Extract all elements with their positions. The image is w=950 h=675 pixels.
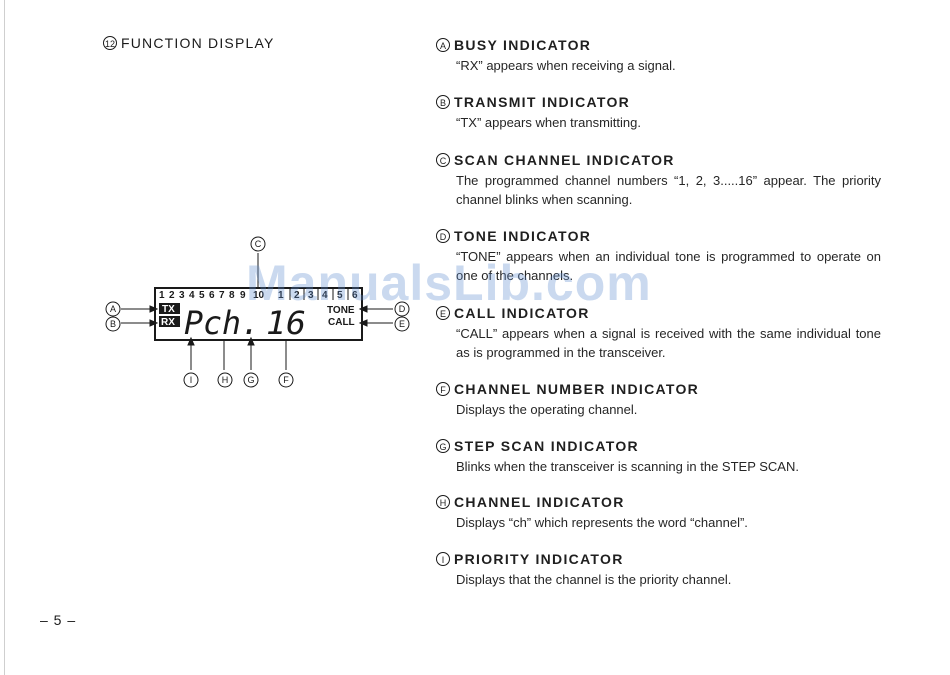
callout-e: E xyxy=(399,319,405,329)
watermark: ManualsLib.com xyxy=(246,255,652,311)
callout-b: B xyxy=(110,319,116,329)
indicator-item: F CHANNEL NUMBER INDICATOR Displays the o… xyxy=(436,380,881,419)
scan-channel-number: 2 xyxy=(169,290,175,301)
indicator-item: B TRANSMIT INDICATOR “TX” appears when tr… xyxy=(436,93,881,132)
arrowhead-i xyxy=(187,336,195,346)
rx-indicator-block xyxy=(159,316,180,327)
item-title: PRIORITY INDICATOR xyxy=(454,551,624,567)
item-description: “TX” appears when transmitting. xyxy=(456,115,641,130)
callout-d: D xyxy=(399,304,406,314)
scan-channel-number: 8 xyxy=(229,290,235,301)
item-letter-badge: A xyxy=(436,38,450,52)
scan-channel-number: 3 xyxy=(179,290,185,301)
callout-b-circle xyxy=(105,316,121,332)
callout-h-circle xyxy=(217,372,233,388)
indicator-item: D TONE INDICATOR “TONE” appears when an i… xyxy=(436,227,881,285)
callout-i: I xyxy=(190,375,193,385)
lcd-frame xyxy=(154,287,363,341)
scan-channel-number: 4 xyxy=(189,290,195,301)
callout-h: H xyxy=(222,375,229,385)
item-letter-badge: F xyxy=(436,382,450,396)
callout-i-circle xyxy=(183,372,199,388)
rx-indicator-label: RX xyxy=(161,317,175,328)
item-description: Displays “ch” which represents the word … xyxy=(456,515,748,530)
callout-c-circle xyxy=(250,236,266,252)
tx-indicator-block xyxy=(159,303,180,314)
callout-g: G xyxy=(247,375,254,385)
function-display-diagram: 1 2 3 4 5 6 7 8 9 10 1 2 3 4 5 6 TX RX P… xyxy=(105,236,410,388)
arrowhead-b xyxy=(149,319,159,327)
tx-indicator-label: TX xyxy=(162,304,175,315)
item-description: “RX” appears when receiving a signal. xyxy=(456,58,676,73)
scan-channel-number: 2 xyxy=(294,290,300,301)
item-title: BUSY INDICATOR xyxy=(454,37,592,53)
indicator-item: I PRIORITY INDICATOR Displays that the ch… xyxy=(436,550,881,589)
indicator-item: A BUSY INDICATOR “RX” appears when receiv… xyxy=(436,36,881,75)
item-letter-badge: I xyxy=(436,552,450,566)
callout-c: C xyxy=(255,239,262,249)
item-title: CHANNEL NUMBER INDICATOR xyxy=(454,381,700,397)
indicator-item: C SCAN CHANNEL INDICATOR The programmed c… xyxy=(436,151,881,209)
item-title: CHANNEL INDICATOR xyxy=(454,494,625,510)
item-title: CALL INDICATOR xyxy=(454,305,590,321)
scan-channel-number: 9 xyxy=(240,290,246,301)
scan-channel-number: 7 xyxy=(219,290,225,301)
item-description: Displays that the channel is the priorit… xyxy=(456,572,732,587)
item-letter-badge: B xyxy=(436,95,450,109)
channel-number-readout: 16 xyxy=(266,304,306,342)
scan-channel-number: 1 xyxy=(278,290,284,301)
scan-channel-number: 5 xyxy=(199,290,205,301)
item-title: SCAN CHANNEL INDICATOR xyxy=(454,152,675,168)
callout-f-circle xyxy=(278,372,294,388)
item-letter-badge: G xyxy=(436,439,450,453)
indicator-item: E CALL INDICATOR “CALL” appears when a si… xyxy=(436,304,881,362)
arrowhead-d xyxy=(358,305,368,313)
item-description: “TONE” appears when an individual tone i… xyxy=(456,249,881,283)
call-indicator-label: CALL xyxy=(328,317,355,328)
channel-readout: Pch. xyxy=(184,304,260,342)
scan-channel-number: 5 xyxy=(337,290,343,301)
item-description: “CALL” appears when a signal is received… xyxy=(456,326,881,360)
page-number: – 5 – xyxy=(40,612,77,628)
section-heading: 12 FUNCTION DISPLAY xyxy=(103,35,275,51)
scan-channel-number: 4 xyxy=(322,290,328,301)
arrowhead-e xyxy=(358,319,368,327)
item-letter-badge: C xyxy=(436,153,450,167)
section-number-badge: 12 xyxy=(103,36,117,50)
indicator-item: G STEP SCAN INDICATOR Blinks when the tra… xyxy=(436,437,881,476)
callout-e-circle xyxy=(394,316,410,332)
item-title: TRANSMIT INDICATOR xyxy=(454,94,631,110)
item-title: STEP SCAN INDICATOR xyxy=(454,438,639,454)
item-description: Displays the operating channel. xyxy=(456,402,638,417)
item-description: Blinks when the transceiver is scanning … xyxy=(456,459,799,474)
section-title: FUNCTION DISPLAY xyxy=(121,35,275,51)
callout-a-circle xyxy=(105,301,121,317)
callout-g-circle xyxy=(243,372,259,388)
item-letter-badge: E xyxy=(436,306,450,320)
arrowhead-g xyxy=(247,336,255,346)
scan-channel-number: 1 xyxy=(159,290,165,301)
callout-f: F xyxy=(283,375,289,385)
item-description: The programmed channel numbers “1, 2, 3.… xyxy=(456,173,881,207)
callout-d-circle xyxy=(394,301,410,317)
indicator-item: H CHANNEL INDICATOR Displays “ch” which r… xyxy=(436,493,881,532)
item-letter-badge: D xyxy=(436,229,450,243)
scan-channel-number: 10 xyxy=(253,290,265,301)
arrowhead-a xyxy=(149,305,159,313)
scan-channel-number: 6 xyxy=(209,290,215,301)
scan-channel-number: 3 xyxy=(308,290,314,301)
callout-a: A xyxy=(110,304,116,314)
item-title: TONE INDICATOR xyxy=(454,228,592,244)
tone-indicator-label: TONE xyxy=(327,305,355,316)
item-letter-badge: H xyxy=(436,495,450,509)
scan-channel-number: 6 xyxy=(352,290,358,301)
page-binding-edge xyxy=(4,0,5,675)
